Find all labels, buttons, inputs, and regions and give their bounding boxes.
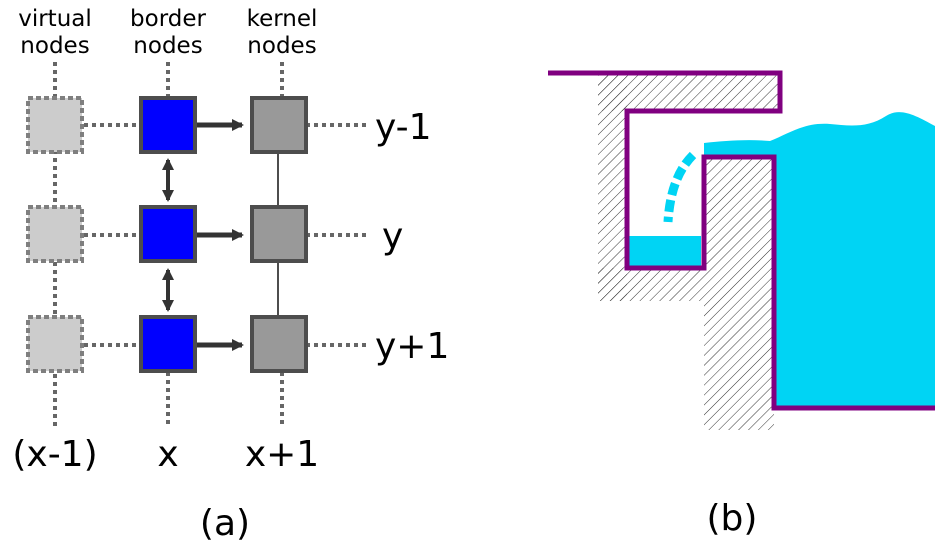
column-header-border-line2: nodes: [133, 33, 202, 59]
column-header-kernel-line1: kernel: [247, 6, 318, 32]
kernel-node: [250, 96, 308, 154]
kernel-node: [250, 205, 308, 263]
virtual-node: [26, 96, 84, 154]
hatch-left-wall: [598, 73, 627, 301]
virtual-node: [26, 205, 84, 263]
column-header-virtual-line2: nodes: [20, 33, 89, 59]
hatch-bottom-step: [598, 268, 704, 301]
column-header-kernel-line2: nodes: [247, 33, 316, 59]
caption-b: (b): [707, 498, 758, 539]
kernel-node: [250, 315, 308, 373]
column-label-x: x: [157, 434, 178, 475]
wall-boundary: [548, 70, 935, 411]
caption-a: (a): [200, 503, 250, 544]
border-nodes: [139, 96, 197, 373]
border-node: [139, 205, 197, 263]
virtual-node: [26, 315, 84, 373]
horizontal-dotted-lines: [84, 123, 366, 347]
column-header-virtual-line1: virtual: [18, 6, 92, 32]
panel-b: (b): [548, 70, 935, 539]
row-label-y-plus-1: y+1: [375, 326, 449, 367]
column-header-border-line1: border: [130, 6, 206, 32]
water-reservoir: [704, 112, 935, 407]
border-node: [139, 96, 197, 154]
virtual-nodes: [26, 96, 84, 373]
row-label-y: y: [382, 216, 403, 257]
border-kernel-arrows: [196, 119, 244, 351]
border-node: [139, 315, 197, 373]
water-drip-stream: [663, 151, 697, 223]
water-pool-pit: [629, 236, 701, 267]
solid-hatching: [598, 73, 781, 430]
kernel-nodes: [250, 96, 308, 373]
hatch-top-ledge: [598, 73, 781, 111]
panel-a: virtual nodes border nodes kernel nodes: [12, 6, 449, 544]
column-label-x-minus-1: (x-1): [12, 434, 97, 475]
hatch-inner-column: [704, 155, 774, 430]
row-label-y-minus-1: y-1: [375, 107, 432, 148]
column-label-x-plus-1: x+1: [245, 434, 319, 475]
